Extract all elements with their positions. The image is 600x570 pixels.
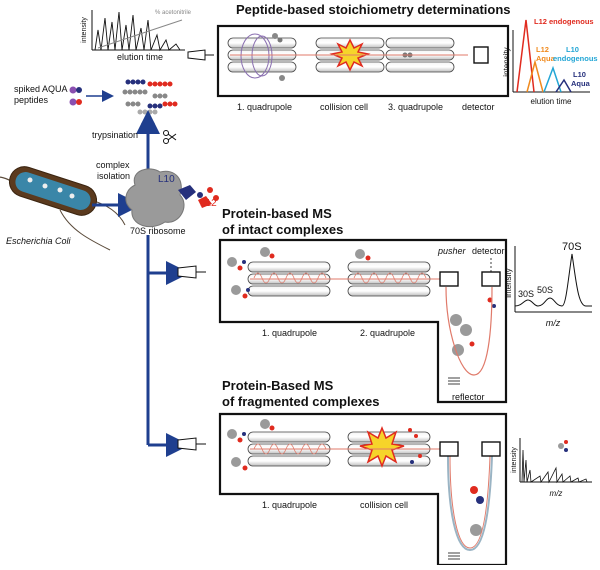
l12-label: L12: [200, 198, 217, 209]
label-l10-aqua-1: L10: [573, 70, 586, 79]
peak-label-50s: 50S: [537, 285, 553, 295]
reflector-grid-icon: [448, 377, 460, 385]
chromatogram-ylabel: intensity: [81, 17, 88, 43]
top-section-title: Peptide-based stoichiometry determinatio…: [236, 2, 511, 17]
fragment-label-quadrupole-1: 1. quadrupole: [262, 500, 318, 510]
intact-section-title-2: of intact complexes: [222, 222, 344, 237]
l10-label: L10: [158, 174, 175, 185]
pusher-plate-icon: [439, 271, 459, 287]
fragment-detector-icon: [481, 441, 501, 457]
label-l10-endogenous-2: endogenous: [553, 54, 598, 63]
fragment-label-collision-cell: collision cell: [360, 500, 409, 510]
up-arrow-head: [141, 112, 155, 124]
ecoli-icon: [0, 166, 126, 251]
fragment-spectrum-plot: intensity m/z: [511, 438, 592, 498]
top-ms-chamber: [216, 24, 510, 98]
ribosome-label: 70S ribosome: [130, 226, 186, 236]
ecoli-label: Escherichia Coli: [6, 236, 71, 246]
fragment-section-title-1: Protein-Based MS: [222, 378, 334, 393]
esi-emitter-icon: [187, 49, 214, 61]
intact-label-quadrupole-1: 1. quadrupole: [262, 328, 318, 338]
aqua-peptide-icons: [69, 86, 114, 106]
scissors-icon: [163, 130, 177, 144]
intact-section-title-1: Protein-based MS: [222, 206, 332, 221]
fragment-collision-cell-rods: [347, 425, 431, 469]
esi-emitter-icon: [177, 437, 206, 451]
spiked-aqua-label-2: peptides: [14, 95, 49, 105]
fragment-pusher-icon: [439, 441, 459, 457]
chromatogram-plot: intensity elution time % acetonitrile: [81, 10, 192, 62]
intact-label-quadrupole-2: 2. quadrupole: [360, 328, 416, 338]
complex-isolation-label-2: isolation: [97, 171, 131, 181]
top-label-collision-cell: collision cell: [320, 102, 369, 112]
top-detector-icon: [473, 46, 489, 64]
reflectron-path: [445, 286, 493, 376]
fragment-reflectron-path: [447, 455, 493, 552]
fragment-reflectron-path-inner: [449, 455, 491, 549]
intact-ms-chamber: [218, 238, 508, 404]
intact-ribosome-particles: [227, 247, 496, 356]
intact-detector-label: detector: [472, 246, 505, 256]
reflector-label: reflector: [452, 392, 485, 402]
chromatogram-xlabel: elution time: [117, 52, 163, 62]
label-l12-endogenous: L12 endogenous: [534, 17, 594, 26]
spiked-aqua-label-1: spiked AQUA: [14, 84, 68, 94]
label-l10-aqua-2: Aqua: [571, 79, 591, 88]
peptide-fragments-icon: [122, 79, 178, 115]
peak-label-70s: 70S: [562, 241, 582, 253]
fragment-ribosome-particles: [227, 419, 484, 536]
aqua-spectrum-xlabel: elution time: [531, 97, 572, 106]
fragment-section-title-2: of fragmented complexes: [222, 394, 380, 409]
label-l12-aqua-2: Aqua: [536, 54, 556, 63]
intact-spectrum-xlabel: m/z: [546, 318, 561, 328]
intact-spectrum-ylabel: intensity: [504, 268, 513, 297]
intact-quadrupole-1-rods: [247, 261, 331, 297]
workflow-arrows: [92, 110, 190, 457]
label-l10-endogenous-1: L10: [566, 45, 579, 54]
trypsination-label: trypsination: [92, 130, 139, 140]
pusher-label: pusher: [438, 246, 466, 256]
top-label-quadrupole-3: 3. quadrupole: [388, 102, 444, 112]
complex-isolation-label-1: complex: [96, 160, 130, 170]
label-l12-aqua-1: L12: [536, 45, 549, 54]
tof-detector-icon: [481, 271, 501, 287]
fragment-burst-icon: [359, 425, 405, 469]
esi-emitter-icon: [177, 265, 206, 279]
ribosome-icon: [125, 168, 219, 228]
fragment-reflector-grid-icon: [448, 552, 460, 560]
top-label-quadrupole-1: 1. quadrupole: [237, 102, 293, 112]
gradient-label: % acetonitrile: [155, 10, 192, 16]
top-label-detector: detector: [462, 102, 495, 112]
fragment-spectrum-xlabel: m/z: [550, 489, 563, 498]
quadrupole-1-rods: [227, 33, 297, 81]
fragment-spectrum-ylabel: intensity: [511, 447, 518, 473]
aqua-spectrum-ylabel: intensity: [502, 47, 511, 76]
aqua-spectrum-plot: intensity elution time L12 endogenous L1…: [502, 17, 598, 106]
intact-spectrum-plot: intensity m/z 30S 50S 70S: [504, 241, 592, 328]
peak-label-30s: 30S: [518, 289, 534, 299]
quadrupole-3-rods: [385, 37, 455, 73]
